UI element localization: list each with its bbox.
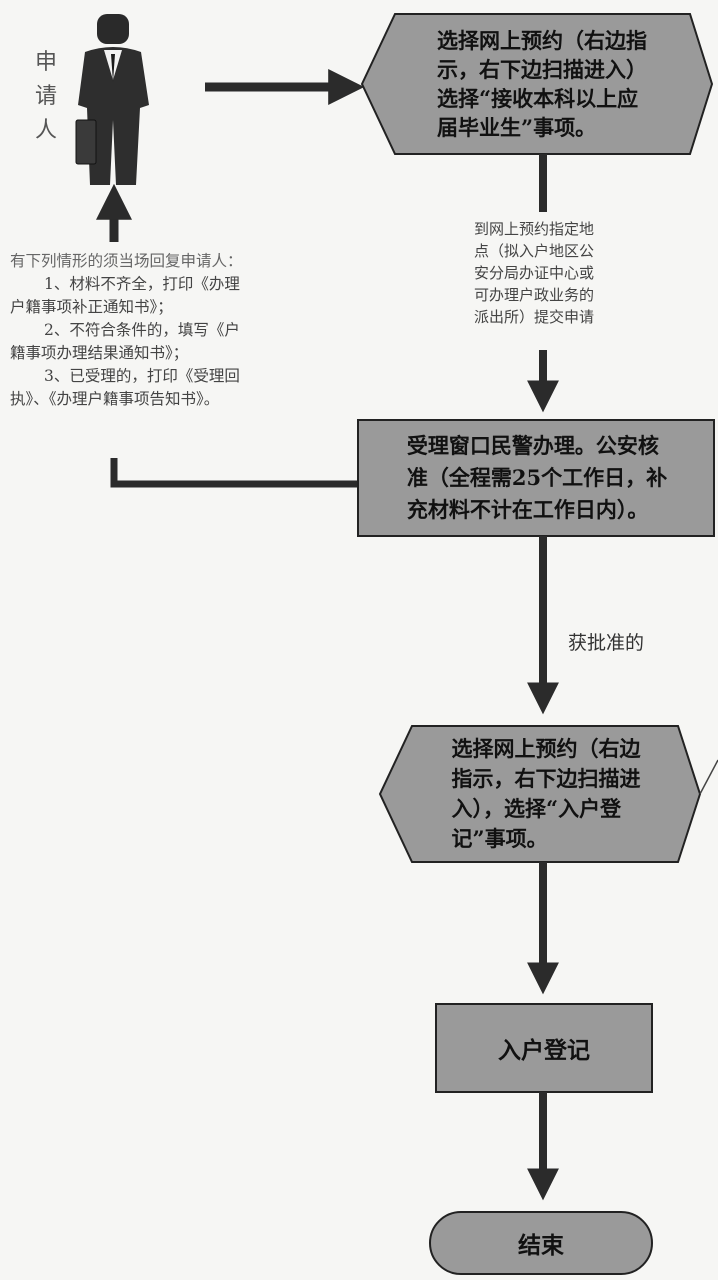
return-connector [110,458,360,488]
register-text: 入户登记 [498,1037,590,1064]
process-shape [357,419,715,537]
applicant-label: 申请人 [34,50,57,143]
return-item-2a: 2、不符合条件的，填写《户 [44,321,240,339]
return-note-heading: 有下列情形的须当场回复申请人： [10,252,243,270]
return-conditions-note: 有下列情形的须当场回复申请人： 1、材料不齐全，打印《办理 户籍事项补正通知书》… [10,250,346,411]
end-text: 结束 [518,1232,564,1259]
return-item-3a: 3、已受理的，打印《受理回 [44,367,240,385]
return-item-1b: 户籍事项补正通知书》； [10,298,173,316]
return-item-3b: 执》、《办理户籍事项告知书》。 [10,390,220,408]
approved-label: 获批准的 [568,632,645,654]
step2-shape [378,725,702,863]
process-text: 受理窗口民警办理。公安核 准（全程需25个工作日，补 充材料不计在工作日内）。 [406,433,668,522]
step2-text: 选择网上预约（右边 指示，右下边扫描进 入），选择“入户登 记”事项。 [451,736,641,851]
return-item-1a: 1、材料不齐全，打印《办理 [44,275,240,293]
end-shape [429,1211,653,1275]
step1-text: 选择网上预约（右边指 示，右下边扫描进入） 选择“接收本科以上应 届毕业生”事项… [437,28,647,140]
step1-shape [360,13,714,155]
return-item-2b: 籍事项办理结果通知书》； [10,344,189,362]
submit-note: 到网上预约指定地 点（拟入户地区公 安分局办证中心或 可办理户政业务的 派出所）… [473,220,594,326]
applicant-person-icon [75,14,149,185]
